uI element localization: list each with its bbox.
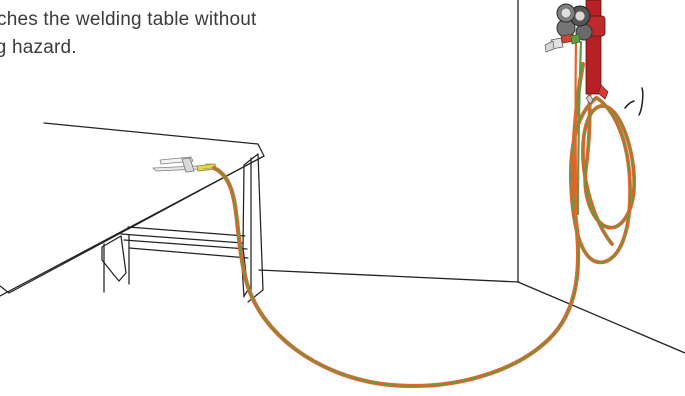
caption-line-2: ng hazard.: [0, 37, 77, 58]
gas-regulator-icon: [544, 0, 609, 105]
caption-text: ches the welding table without ng hazard…: [0, 6, 370, 66]
room-corner: [258, 0, 685, 354]
caption-line-1: ches the welding table without: [0, 9, 257, 30]
welding-torch-icon: [152, 156, 217, 173]
welding-table: [0, 122, 265, 303]
twin-hose: [211, 40, 644, 389]
